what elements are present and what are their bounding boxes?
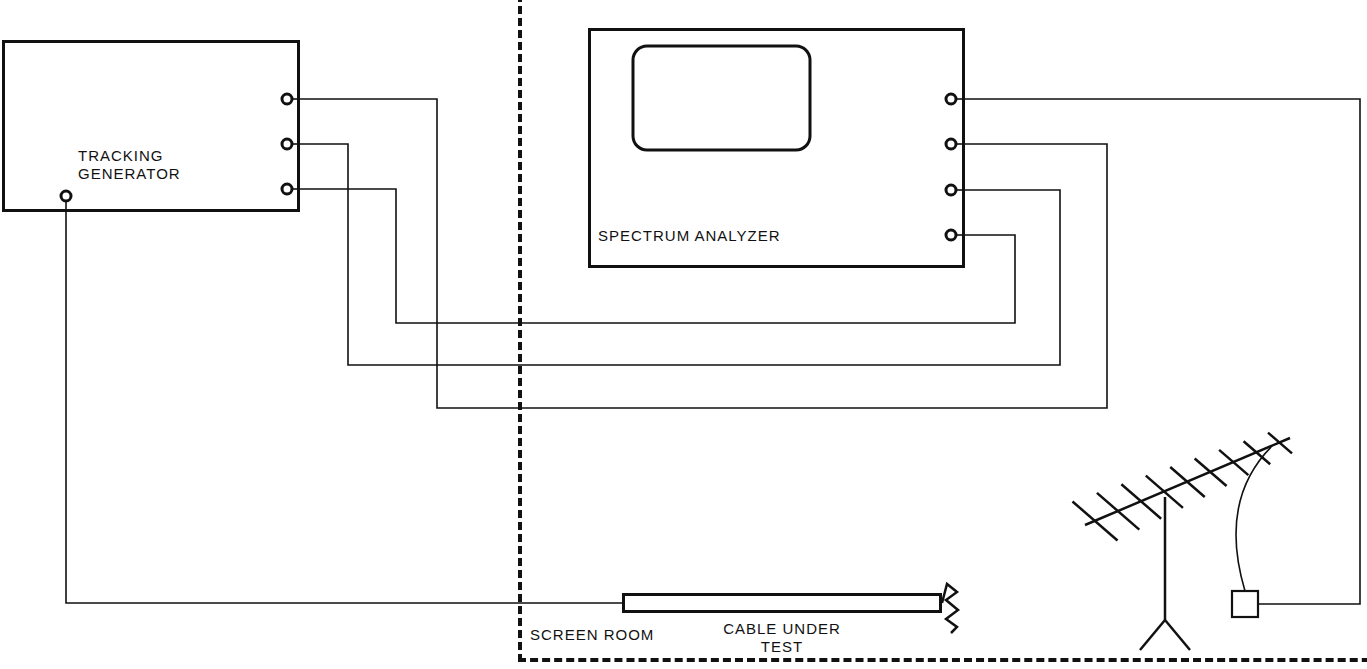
antenna-element — [1195, 458, 1227, 486]
antenna-symbol — [1073, 433, 1293, 650]
generator-box: TRACKING GENERATOR — [2, 40, 300, 212]
antenna-element — [1097, 493, 1139, 530]
analyzer-box: SPECTRUM ANALYZER — [588, 28, 965, 268]
node-label: TRACKING GENERATOR — [78, 147, 228, 183]
port-stubs — [66, 99, 965, 235]
antenna-element — [1073, 502, 1118, 541]
cable-connector — [300, 99, 1107, 408]
cable-connector — [300, 144, 1060, 365]
node-label: SCREEN ROOM — [530, 626, 730, 644]
antenna-element — [1121, 484, 1161, 518]
cable-connector — [66, 212, 622, 603]
node-label: CABLE UNDER TEST — [702, 620, 862, 656]
antenna-element — [1170, 467, 1205, 497]
cable-connector — [300, 189, 1015, 323]
antenna-element — [1146, 476, 1183, 508]
node-label: SPECTRUM ANALYZER — [598, 227, 878, 245]
cable-under-test: CABLE UNDER TEST — [622, 593, 942, 613]
screen-room: SCREEN ROOM SPECTRUM ANALYZER CABLE UNDER … — [518, 0, 1367, 662]
antenna-feed-line — [965, 99, 1360, 604]
resistor-symbol — [942, 584, 958, 633]
port-circles — [61, 94, 956, 240]
antenna-element — [1268, 433, 1292, 454]
analyzer-screen — [633, 46, 810, 150]
antenna-element — [1219, 450, 1248, 475]
